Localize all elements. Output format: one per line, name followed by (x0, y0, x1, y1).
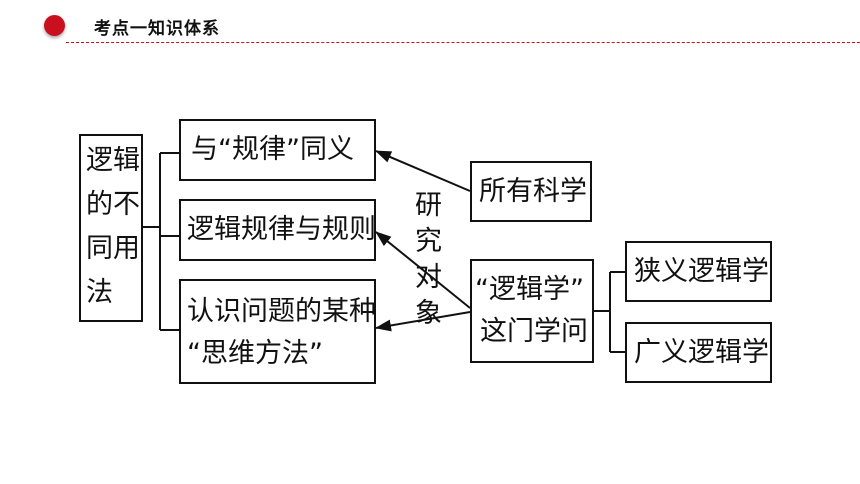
object-label-3: 对 (415, 262, 442, 293)
usage-box-thinking-method: 认识问题的某种 “思维方法” (179, 279, 376, 384)
object-label-4: 象 (415, 298, 442, 329)
root-line-4: 法 (86, 277, 113, 308)
logic-usages-root-box: 逻辑 的不 同用 法 (79, 134, 143, 322)
usage-box-rules: 逻辑规律与规则 (179, 199, 376, 261)
all-sciences-box: 所有科学 (470, 161, 592, 222)
arrow-sciences-to-usage1 (375, 150, 471, 192)
red-dot-icon (44, 15, 65, 36)
logic-discipline-box: “逻辑学” 这门学问 (470, 259, 594, 363)
object-label-1: 研 (415, 190, 442, 221)
root-line-2: 的不 (86, 189, 140, 220)
object-label-2: 究 (415, 226, 442, 257)
narrow-logic-box: 狭义逻辑学 (625, 241, 772, 302)
usage-box-law: 与“规律”同义 (179, 119, 376, 181)
header-divider (66, 42, 860, 43)
slide-title: 考点一知识体系 (94, 19, 220, 39)
broad-logic-box: 广义逻辑学 (625, 322, 772, 383)
root-line-1: 逻辑 (86, 145, 140, 176)
arrow-discipline-to-usage3 (375, 311, 471, 332)
arrow-discipline-to-usage2 (375, 231, 471, 309)
slide-header: 考点一知识体系 (0, 0, 860, 50)
root-line-3: 同用 (86, 233, 140, 264)
